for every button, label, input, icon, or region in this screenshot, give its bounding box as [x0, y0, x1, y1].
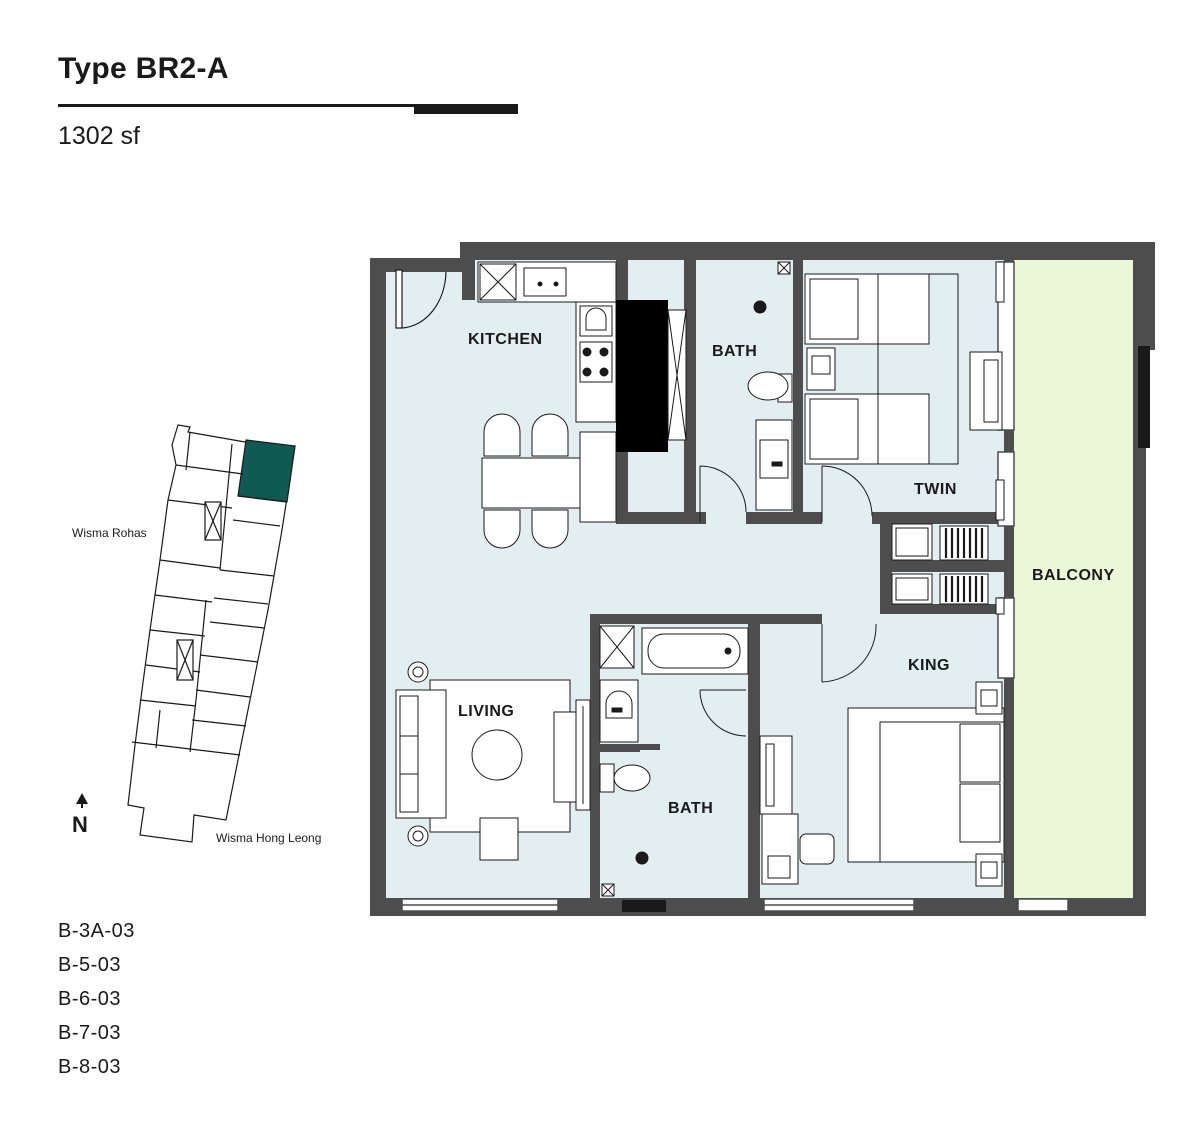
- unit-number: B-3A-03: [58, 920, 135, 942]
- window-black-side: [1138, 346, 1150, 448]
- interior-walls: [446, 260, 1014, 916]
- room-label-bath-bottom: BATH: [668, 800, 713, 817]
- room-label-bath-top: BATH: [712, 343, 757, 360]
- unit-number: B-8-03: [58, 1056, 122, 1078]
- balcony-door-marks: [995, 261, 1005, 615]
- room-label-kitchen: KITCHEN: [468, 331, 543, 348]
- wardrobe-rails: [944, 528, 984, 602]
- entry-door[interactable]: [395, 269, 447, 329]
- unit-area: 1302 sf: [58, 122, 141, 150]
- room-label-twin: TWIN: [914, 481, 957, 498]
- building-label-bottom: Wisma Hong Leong: [216, 831, 321, 845]
- title-rule-accent: [414, 104, 518, 114]
- north-label: N: [72, 812, 88, 837]
- key-plan-core-top: [204, 501, 222, 541]
- key-plan-core-bottom: [176, 639, 194, 681]
- balcony-area: [1014, 260, 1133, 898]
- north-arrow-icon: [76, 793, 88, 808]
- title-rule: [58, 104, 518, 107]
- unit-number: B-6-03: [58, 988, 122, 1010]
- unit-number: B-5-03: [58, 954, 122, 976]
- unit-type-title: Type BR2-A: [58, 52, 229, 85]
- room-label-living: LIVING: [458, 703, 514, 720]
- key-plan: [127, 424, 296, 843]
- kitchen-counter: [477, 261, 617, 523]
- window-black-bottom: [622, 900, 666, 912]
- unit-floor-plan: [370, 242, 1155, 916]
- fridge-unit: [616, 300, 687, 452]
- key-plan-highlight-unit: [237, 439, 296, 503]
- living-furniture: [395, 661, 591, 861]
- unit-number-list: B-3A-03 B-5-03 B-6-03 B-7-03 B-8-03: [58, 918, 135, 1088]
- room-label-balcony: BALCONY: [1032, 567, 1115, 584]
- twin-beds: [804, 273, 1003, 522]
- unit-number: B-7-03: [58, 1022, 122, 1044]
- dining-set: [481, 413, 581, 549]
- room-label-king: KING: [908, 657, 950, 674]
- bath-top-fixtures: [699, 261, 793, 522]
- king-bedroom-furniture: [759, 623, 1005, 887]
- building-label-top: Wisma Rohas: [72, 526, 147, 540]
- bath-bottom-fixtures: [599, 625, 749, 897]
